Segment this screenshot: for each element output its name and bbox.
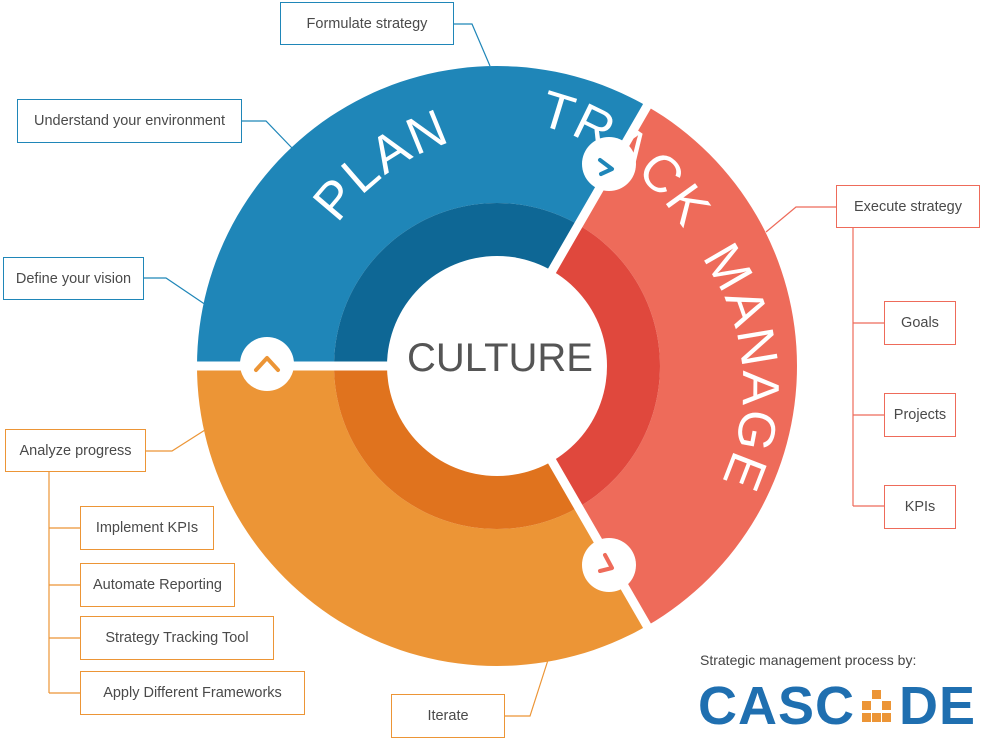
arrow-track-to-plan [240, 337, 294, 391]
culture-circle [387, 256, 607, 476]
connector-execute [765, 206, 836, 233]
connector-understand [242, 120, 293, 149]
connector-formulate [454, 23, 491, 67]
arrow-manage-to-track [582, 538, 636, 592]
logo-text-right: DE [899, 676, 977, 736]
logo-text-left: CASC [698, 676, 856, 736]
manage-segment [578, 106, 797, 626]
iterate-box: Iterate [391, 694, 505, 738]
cascade-logo: CASC DE [698, 676, 976, 736]
arrow-plan-to-manage [582, 137, 636, 191]
chevron-up-icon [254, 356, 280, 372]
track-segment [197, 366, 647, 666]
connector-analyze [146, 429, 206, 452]
goals-box: Goals [884, 301, 956, 345]
implement-kpis-box: Implement KPIs [80, 506, 214, 550]
connector-lines [48, 23, 884, 717]
strategy-tracking-tool-box: Strategy Tracking Tool [80, 616, 274, 660]
automate-reporting-box: Automate Reporting [80, 563, 235, 607]
execute-strategy-box: Execute strategy [836, 185, 980, 228]
culture-label: CULTURE [407, 336, 593, 380]
chevron-icon [598, 553, 614, 573]
credit-text: Strategic management process by: [700, 652, 917, 668]
plan-segment [197, 66, 647, 367]
understand-environment-box: Understand your environment [17, 99, 242, 143]
analyze-progress-box: Analyze progress [5, 429, 146, 472]
kpis-box: KPIs [884, 485, 956, 529]
connector-define [144, 277, 207, 306]
chevron-icon [598, 158, 614, 176]
projects-box: Projects [884, 393, 956, 437]
connector-iterate [505, 659, 549, 717]
define-vision-box: Define your vision [3, 257, 144, 300]
apply-frameworks-box: Apply Different Frameworks [80, 671, 305, 715]
formulate-strategy-box: Formulate strategy [280, 2, 454, 45]
logo-dots-icon [857, 686, 897, 726]
